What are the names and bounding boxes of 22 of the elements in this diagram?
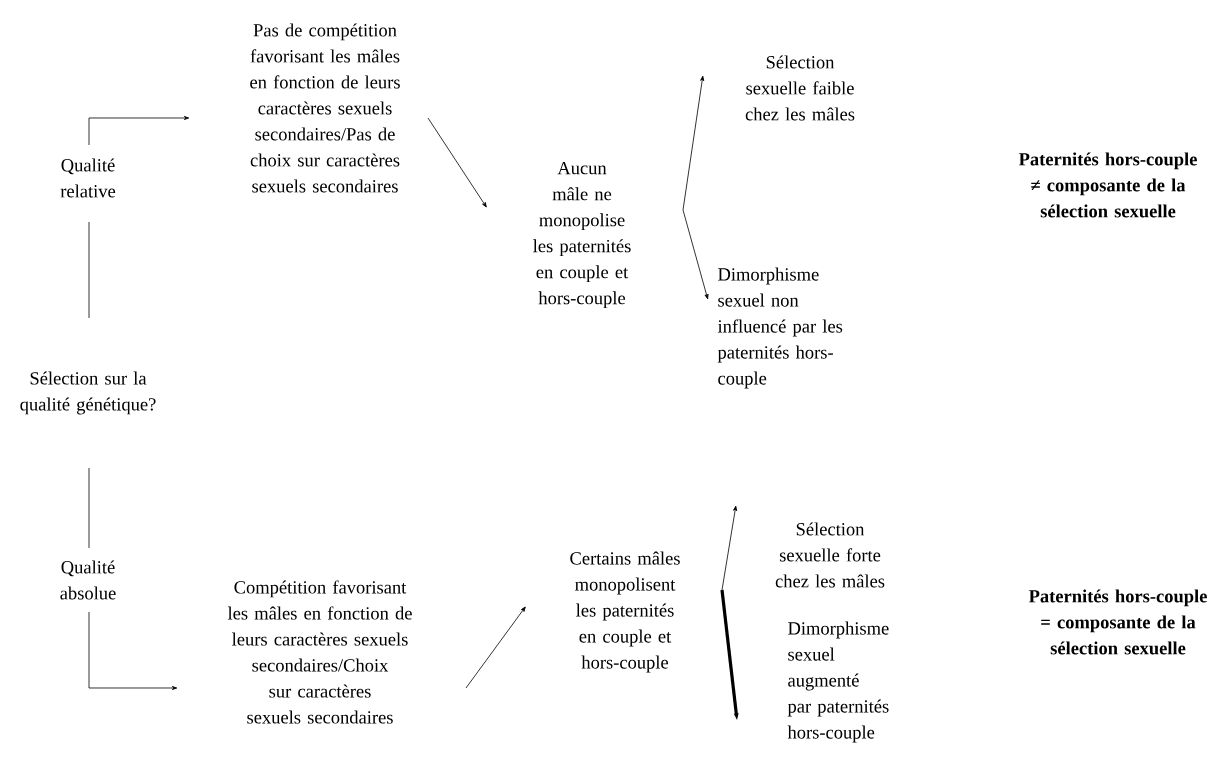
conclusion-text: Paternités hors-couple = composante de la sélection sexuelle: [1028, 589, 1207, 655]
text-label: Dimorphisme sexuel augmenté par paternités hors-couple: [787, 621, 889, 743]
text-label: Aucun mâle ne monopolise les paternités en couple et hors-couple: [533, 161, 631, 309]
text-label: Compétition favorisant les mâles en fonction de leurs caractères sexuels secondaires/Choix sur caractères sexuels secondaires: [227, 580, 412, 724]
conclusion-text: Paternités hors-couple ≠ composante de la sélection sexuelle: [1018, 152, 1197, 218]
text-label: Qualité relative: [60, 158, 116, 198]
arrow: [427, 117, 487, 208]
connector-line: [88, 221, 90, 319]
text-label: Pas de compétition favorisant les mâles en fonction de leurs caractères sexuels secondaires/Pas de choix sur caractères sexuels secondaires: [250, 23, 400, 193]
text-label: Sélection sexuelle forte chez les mâles: [775, 522, 885, 588]
connector-line: [88, 467, 90, 549]
text-label: Qualité absolue: [60, 560, 116, 600]
arrow: [88, 611, 178, 690]
text-label: Certains mâles monopolisent les paternités en couple et hors-couple: [570, 551, 680, 673]
arrow: [88, 115, 190, 146]
arrow: [465, 606, 526, 689]
arrow: [721, 505, 738, 591]
arrow: [682, 209, 709, 300]
text-label: Sélection sexuelle faible chez les mâles: [745, 55, 855, 121]
text-label: Dimorphisme sexuel non influencé par les paternités hors-couple: [717, 267, 843, 389]
arrow: [682, 75, 705, 211]
text-label: Sélection sur la qualité génétique?: [20, 371, 156, 415]
